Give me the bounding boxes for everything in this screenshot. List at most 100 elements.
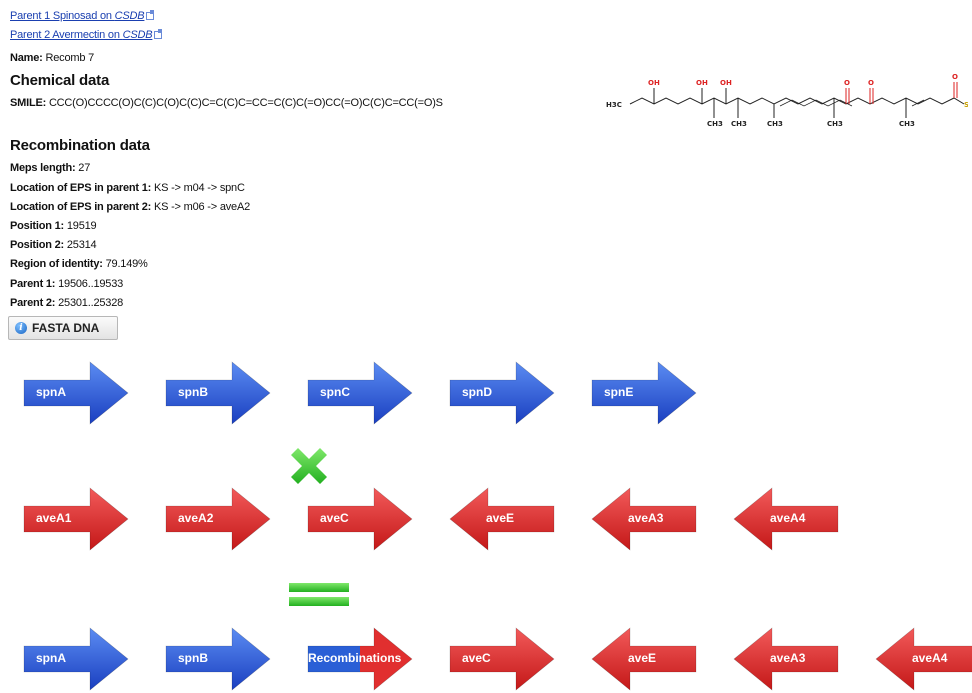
field-label: Location of EPS in parent 2: (10, 201, 152, 213)
molecule-oh-label: OH (720, 79, 732, 87)
molecule-s-label: S (964, 101, 968, 109)
gene-arrow-shape (165, 627, 271, 691)
parent2-link-row: Parent 2 Avermectin on CSDB (10, 29, 163, 41)
chemical-data-heading: Chemical data (10, 72, 110, 89)
gene-label: spnA (36, 385, 66, 399)
gene-result-aveA3[interactable]: aveA3 (732, 626, 840, 692)
gene-arrow-shape (591, 627, 697, 691)
molecule-ch3-label: CH3 (827, 120, 843, 128)
gene-parent2-aveC[interactable]: aveC (306, 486, 414, 552)
gene-label: spnC (320, 385, 350, 399)
gene-result-aveA4[interactable]: aveA4 (874, 626, 972, 692)
gene-parent1-spnD[interactable]: spnD (448, 360, 556, 426)
gene-arrow-shape (23, 361, 129, 425)
gene-arrow-shape (307, 627, 413, 691)
equals-icon (289, 583, 349, 606)
gene-label: spnA (36, 651, 66, 665)
gene-arrow-shape (733, 627, 839, 691)
field-label: Region of identity: (10, 258, 103, 270)
gene-label: aveA4 (912, 651, 948, 665)
gene-parent1-spnC[interactable]: spnC (306, 360, 414, 426)
field-value: 19519 (66, 220, 97, 232)
gene-label: aveE (486, 511, 515, 525)
parent1-link[interactable]: Parent 1 Spinosad on CSDB (10, 10, 145, 22)
recombination-data-heading: Recombination data (10, 137, 150, 154)
field-value: 25314 (66, 239, 97, 251)
smile-row: SMILE: CCC(O)CCCC(O)C(C)C(O)C(C)C=C(C)C=… (10, 97, 443, 109)
field-label: Position 2: (10, 239, 65, 251)
gene-arrow-shape (449, 361, 555, 425)
gene-result-aveE[interactable]: aveE (590, 626, 698, 692)
gene-parent2-aveA4[interactable]: aveA4 (732, 486, 840, 552)
field-meps-length: Meps length: 27 (10, 162, 90, 174)
field-position1: Position 1: 19519 (10, 220, 97, 232)
gene-arrow-shape (449, 487, 555, 551)
gene-label: spnD (462, 385, 492, 399)
gene-arrow-shape (23, 627, 129, 691)
molecule-structure-image: H3C OH OH OH O O O CH3 CH3 CH3 CH3 CH3 S (606, 73, 968, 128)
gene-label: aveE (628, 651, 657, 665)
cross-icon (291, 448, 327, 484)
gene-result-spnB[interactable]: spnB (164, 626, 272, 692)
field-value: 79.149% (105, 258, 148, 270)
smile-label: SMILE: (10, 97, 47, 109)
gene-label: aveA2 (178, 511, 214, 525)
gene-arrow-shape (449, 627, 555, 691)
fasta-dna-label: FASTA DNA (32, 321, 100, 335)
gene-result-aveC[interactable]: aveC (448, 626, 556, 692)
molecule-oh-label: OH (696, 79, 708, 87)
molecule-ch3-label: CH3 (731, 120, 747, 128)
field-label: Position 1: (10, 220, 65, 232)
gene-arrow-shape (875, 627, 972, 691)
gene-label: aveA3 (770, 651, 806, 665)
parent1-db-text: CSDB (114, 10, 145, 22)
gene-label: aveA3 (628, 511, 664, 525)
gene-label: Recombinations (308, 651, 402, 665)
gene-parent2-aveA1[interactable]: aveA1 (22, 486, 130, 552)
field-value: 19506..19533 (58, 278, 124, 290)
gene-arrow-shape (23, 487, 129, 551)
molecule-o-label: O (868, 79, 874, 87)
molecule-methyl-label: H3C (606, 101, 622, 109)
field-parent1-range: Parent 1: 19506..19533 (10, 278, 123, 290)
gene-arrow-shape (307, 487, 413, 551)
gene-result-spnA[interactable]: spnA (22, 626, 130, 692)
field-eps-parent1: Location of EPS in parent 1: KS -> m04 -… (10, 182, 245, 194)
gene-arrow-shape (591, 487, 697, 551)
gene-parent1-spnE[interactable]: spnE (590, 360, 698, 426)
gene-label: spnE (604, 385, 634, 399)
smile-value: CCC(O)CCCC(O)C(C)C(O)C(C)C=C(C)C=CC=C(C)… (48, 97, 443, 109)
field-eps-parent2: Location of EPS in parent 2: KS -> m06 -… (10, 201, 250, 213)
field-value: 25301..25328 (58, 297, 124, 309)
gene-arrow-shape (165, 487, 271, 551)
external-link-icon (154, 29, 163, 39)
field-parent2-range: Parent 2: 25301..25328 (10, 297, 123, 309)
gene-parent1-spnB[interactable]: spnB (164, 360, 272, 426)
gene-parent1-spnA[interactable]: spnA (22, 360, 130, 426)
gene-result-Recombinations[interactable]: Recombinations (306, 626, 414, 692)
gene-parent2-aveE[interactable]: aveE (448, 486, 556, 552)
gene-parent2-aveA2[interactable]: aveA2 (164, 486, 272, 552)
parent1-link-row: Parent 1 Spinosad on CSDB (10, 10, 155, 22)
field-label: Location of EPS in parent 1: (10, 182, 152, 194)
gene-label: spnB (178, 385, 208, 399)
field-label: Meps length: (10, 162, 76, 174)
parent2-db-text: CSDB (122, 29, 153, 41)
gene-arrow-shape (165, 361, 271, 425)
field-region-identity: Region of identity: 79.149% (10, 258, 148, 270)
field-label: Parent 2: (10, 297, 56, 309)
molecule-o-label: O (952, 73, 958, 81)
molecule-ch3-label: CH3 (707, 120, 723, 128)
gene-label: aveC (462, 651, 491, 665)
molecule-ch3-label: CH3 (899, 120, 915, 128)
fasta-dna-button[interactable]: i FASTA DNA (8, 316, 118, 340)
field-value: KS -> m06 -> aveA2 (153, 201, 251, 213)
parent2-link[interactable]: Parent 2 Avermectin on CSDB (10, 29, 153, 41)
gene-arrow-shape (591, 361, 697, 425)
info-icon: i (15, 322, 27, 334)
gene-label: aveC (320, 511, 349, 525)
gene-parent2-aveA3[interactable]: aveA3 (590, 486, 698, 552)
name-row: Name: Recomb 7 (10, 52, 94, 64)
molecule-o-label: O (844, 79, 850, 87)
gene-arrow-shape (307, 361, 413, 425)
